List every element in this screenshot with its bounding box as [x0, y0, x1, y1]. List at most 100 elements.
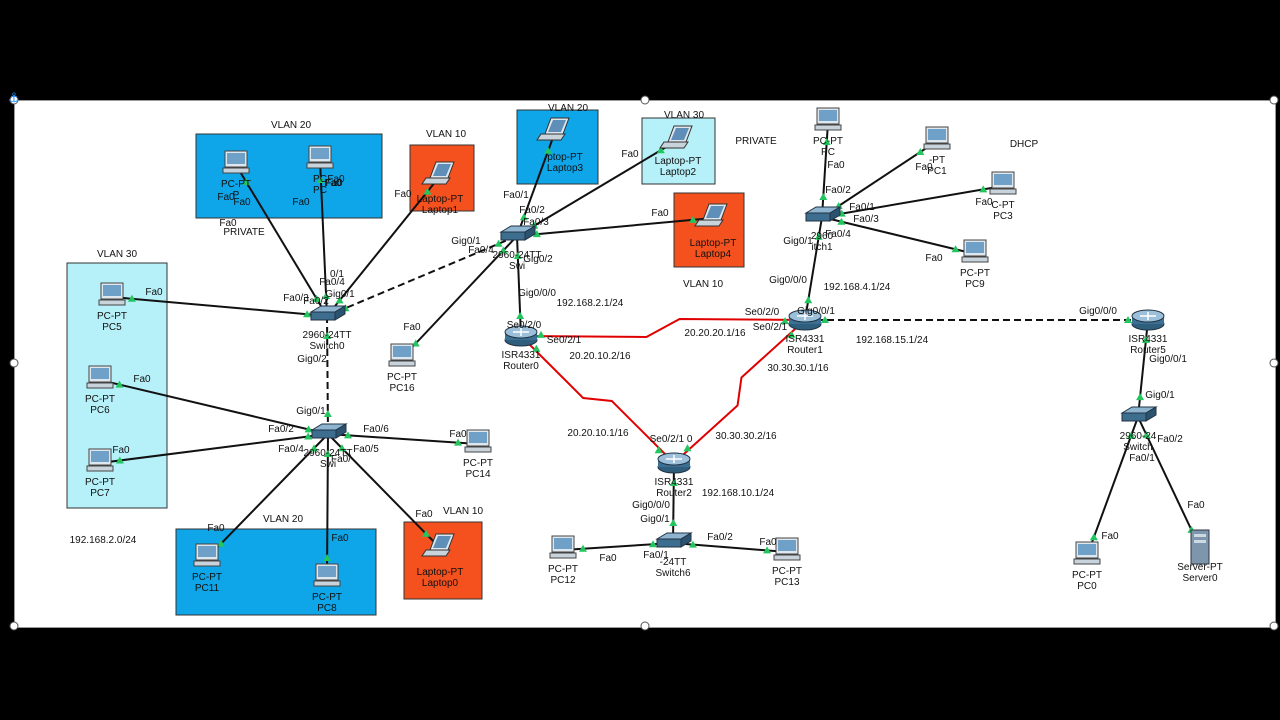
- switch-icon[interactable]: [804, 206, 842, 222]
- serial-link-router0-router2[interactable]: [520, 335, 675, 464]
- device-label: PC-PT: [221, 179, 251, 190]
- port-label: Gig0/0/0: [1079, 306, 1117, 317]
- resize-handle[interactable]: [640, 95, 650, 105]
- serial-link-router1-router2[interactable]: [673, 319, 806, 464]
- link-router5-switch-br[interactable]: [1137, 319, 1149, 418]
- link-switch0-switch-center[interactable]: [326, 235, 518, 317]
- resize-handle[interactable]: [9, 621, 19, 631]
- router-icon[interactable]: [504, 325, 538, 347]
- port-status-indicator: [1127, 431, 1136, 439]
- router-icon[interactable]: [657, 452, 691, 474]
- switch-icon[interactable]: [499, 225, 537, 241]
- pc-icon[interactable]: [98, 282, 126, 306]
- link-pc5-switch0[interactable]: [111, 296, 328, 317]
- link-pc-a-switch0[interactable]: [235, 164, 328, 317]
- pc-icon[interactable]: [464, 429, 492, 453]
- link-pc14-switch-mid[interactable]: [327, 433, 479, 445]
- device-label: PC-PT: [387, 372, 417, 383]
- pc-icon[interactable]: [86, 365, 114, 389]
- zone-z-vlan20-top[interactable]: [195, 133, 383, 219]
- laptop-icon[interactable]: [421, 161, 455, 185]
- resize-handle[interactable]: [1269, 95, 1279, 105]
- device-name: Router1: [787, 345, 823, 356]
- port-label: Fa0: [292, 197, 310, 208]
- server-icon[interactable]: [1190, 529, 1210, 565]
- pc-icon[interactable]: [306, 145, 334, 169]
- zone-label: VLAN 10: [443, 506, 483, 517]
- link-pc8-switch-mid[interactable]: [326, 433, 329, 579]
- port-status-indicator: [804, 296, 813, 304]
- device-label: -PT: [929, 155, 945, 166]
- switch-icon[interactable]: [655, 532, 693, 548]
- laptop-icon[interactable]: [536, 117, 570, 141]
- link-pc9-switch-tr[interactable]: [821, 216, 976, 255]
- port-label: Gig0/0/0: [632, 500, 670, 511]
- port-status-indicator: [654, 446, 663, 454]
- link-pc16-switch-center[interactable]: [401, 235, 518, 359]
- resize-handle[interactable]: [1269, 358, 1279, 368]
- switch-icon[interactable]: [310, 423, 348, 439]
- link-pc0-switch-br[interactable]: [1086, 416, 1139, 557]
- link-pc7-switch-mid[interactable]: [99, 433, 329, 464]
- resize-handle[interactable]: [9, 358, 19, 368]
- pc-icon[interactable]: [961, 239, 989, 263]
- link-laptop2-switch-center[interactable]: [516, 139, 679, 237]
- pc-icon[interactable]: [549, 535, 577, 559]
- port-label: Fa0/2: [825, 185, 851, 196]
- pc-icon[interactable]: [1073, 541, 1101, 565]
- port-label: Fa0: [324, 178, 342, 189]
- link-pc11-switch-mid[interactable]: [206, 433, 329, 559]
- link-switch0-switch-mid[interactable]: [326, 315, 329, 435]
- device-label: -24TT: [660, 557, 687, 568]
- resize-handle[interactable]: [9, 95, 19, 105]
- laptop-icon[interactable]: [421, 533, 455, 557]
- link-pc-top-switch-tr[interactable]: [821, 121, 829, 218]
- port-label: Se0/2/1: [753, 322, 788, 333]
- switch-icon[interactable]: [1120, 406, 1158, 422]
- port-label: Fa0: [331, 533, 349, 544]
- pc-icon[interactable]: [193, 543, 221, 567]
- pc-icon[interactable]: [773, 537, 801, 561]
- link-laptop4-switch-center[interactable]: [516, 217, 714, 237]
- link-pc3-switch-tr[interactable]: [821, 185, 1004, 218]
- link-laptop1-switch0[interactable]: [326, 175, 441, 317]
- net-r2-gig-text: 192.168.10.1/24: [702, 488, 775, 499]
- pc-icon[interactable]: [86, 448, 114, 472]
- resize-handle[interactable]: [640, 621, 650, 631]
- link-laptop0-switch-mid[interactable]: [327, 433, 441, 549]
- port-status-indicator: [1142, 431, 1151, 439]
- port-label: Fa0/5: [353, 444, 379, 455]
- port-status-indicator: [127, 294, 136, 302]
- port-status-indicator: [499, 246, 508, 254]
- pc-icon[interactable]: [814, 107, 842, 131]
- router-icon[interactable]: [1131, 309, 1165, 331]
- net-r0-se-text: 20.20.10.2/16: [569, 351, 631, 362]
- router-icon[interactable]: [788, 309, 822, 331]
- private-right-text: PRIVATE: [735, 136, 777, 147]
- pc-icon[interactable]: [313, 563, 341, 587]
- resize-handle[interactable]: [1269, 621, 1279, 631]
- link-server0-switch-br[interactable]: [1137, 416, 1201, 549]
- link-pc-b-switch0[interactable]: [319, 159, 328, 317]
- device-label: ISR4331: [502, 350, 541, 361]
- zone-label: VLAN 20: [263, 514, 303, 525]
- port-label: Fa0: [219, 218, 237, 229]
- port-label: Fa0/2: [303, 296, 329, 307]
- pc-icon[interactable]: [923, 126, 951, 150]
- link-router2-switch6[interactable]: [672, 462, 675, 544]
- serial-link-router0-router1[interactable]: [520, 318, 806, 338]
- laptop-icon[interactable]: [694, 203, 728, 227]
- zone-z-vlan20-bottom[interactable]: [175, 528, 377, 616]
- pc-icon[interactable]: [989, 171, 1017, 195]
- device-name: Server0: [1182, 573, 1217, 584]
- pc-icon[interactable]: [388, 343, 416, 367]
- link-pc6-switch-mid[interactable]: [99, 379, 329, 435]
- port-label: Fa0: [975, 197, 993, 208]
- pc-icon[interactable]: [222, 150, 250, 174]
- laptop-icon[interactable]: [659, 125, 693, 149]
- port-label: Gig0/0/1: [1149, 354, 1187, 365]
- port-status-indicator: [819, 193, 828, 201]
- device-name: Router0: [503, 361, 539, 372]
- switch-icon[interactable]: [309, 305, 347, 321]
